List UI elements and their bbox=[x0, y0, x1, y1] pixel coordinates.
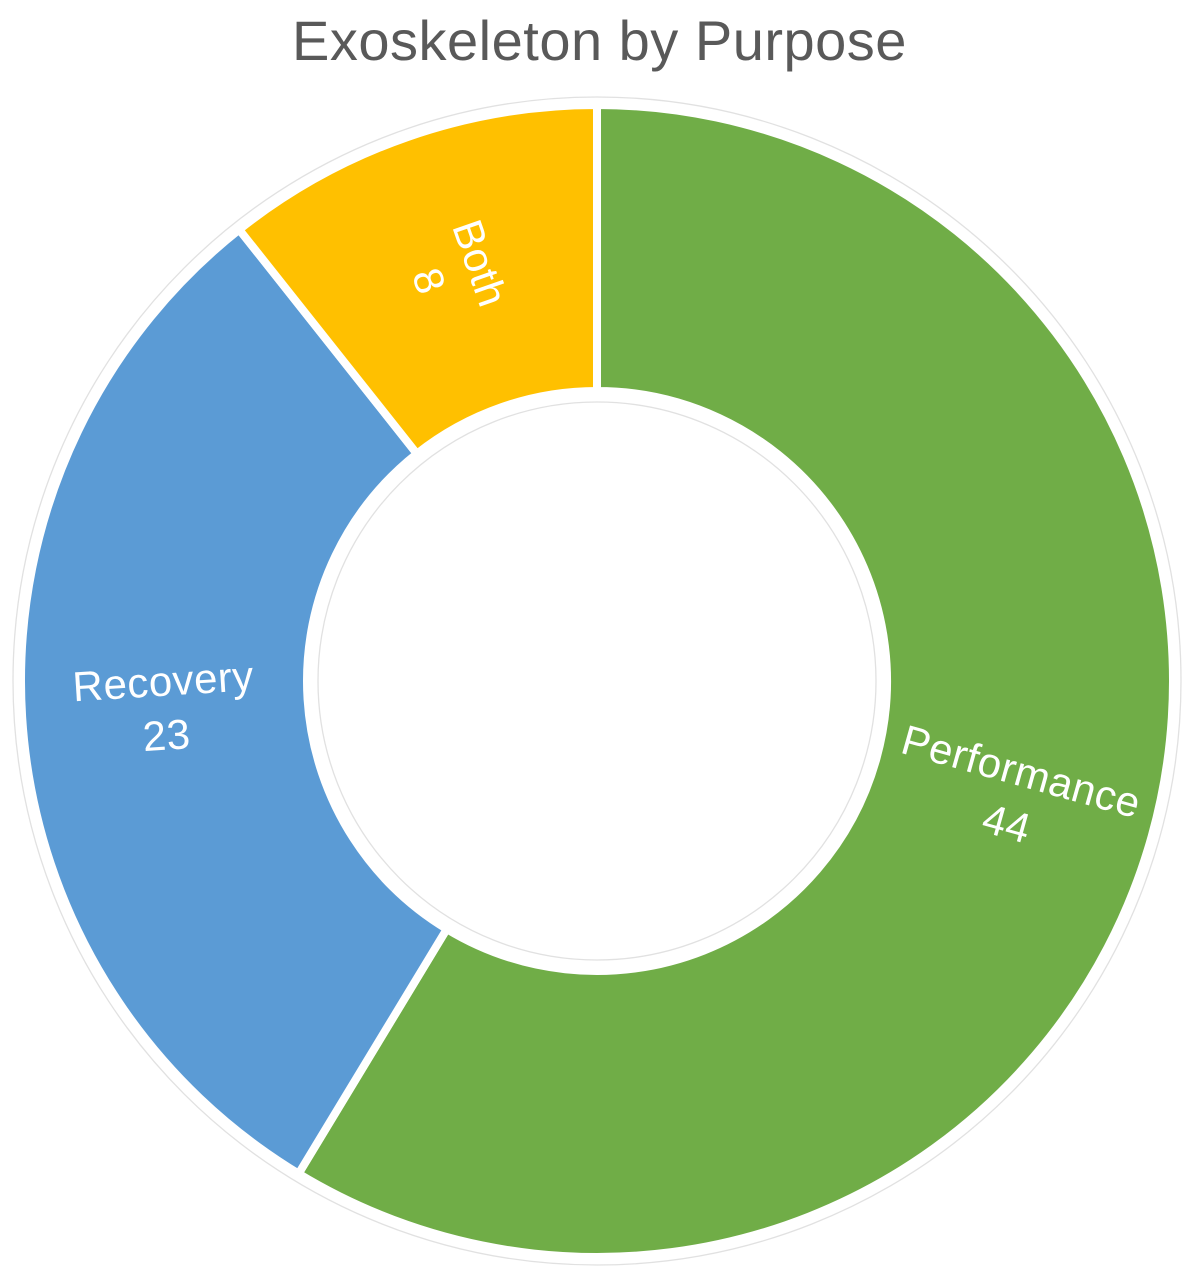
donut-slice-performance bbox=[293, 100, 1177, 1261]
donut-inner-outline bbox=[317, 401, 877, 961]
chart-title: Exoskeleton by Purpose bbox=[292, 9, 907, 72]
slice-label-name: Recovery bbox=[71, 652, 255, 710]
donut-outer-outline bbox=[12, 96, 1182, 1266]
donut-slice-both bbox=[233, 100, 601, 460]
donut-slice-recovery bbox=[17, 223, 453, 1180]
slice-label-value: 23 bbox=[141, 710, 192, 760]
